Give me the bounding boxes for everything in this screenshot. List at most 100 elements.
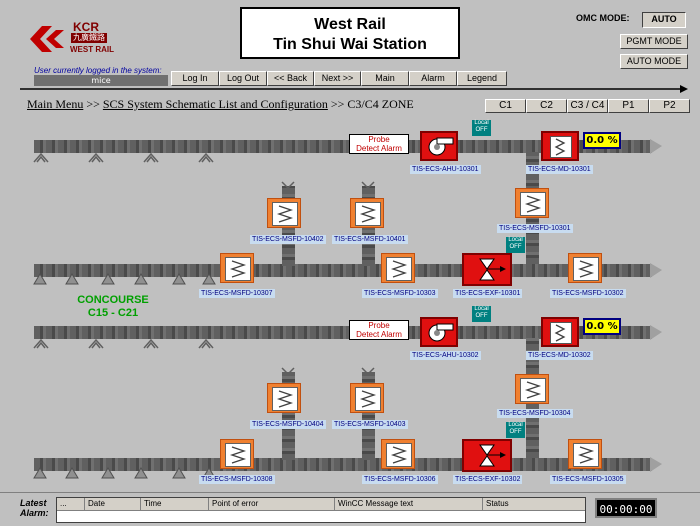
ahu-10301-tag: TIS-ECS-AHU-10301 <box>410 165 481 174</box>
exf-10301[interactable] <box>462 253 512 286</box>
kcr-logo: KCR 九廣鐵路 WEST RAIL <box>28 20 118 58</box>
local-line2: OFF <box>475 127 488 133</box>
ahu-10301[interactable] <box>420 131 458 161</box>
exf-10302-tag: TIS-ECS-EXF-10302 <box>453 475 523 484</box>
md-10301-tag: TIS-ECS-MD-10301 <box>526 165 593 174</box>
header-arrow-line <box>20 85 688 93</box>
user-name-field: mice <box>34 75 168 86</box>
breadcrumb: Main Menu >> SCS System Schematic List a… <box>27 97 414 112</box>
msfd-10402[interactable] <box>267 198 301 228</box>
msfd-10301[interactable] <box>515 188 549 218</box>
grille-icons-row3 <box>33 338 214 349</box>
zone-p1-button[interactable]: P1 <box>608 99 649 113</box>
md-10302[interactable] <box>541 317 579 347</box>
alarm-table[interactable]: ... Date Time Point of error WinCC Messa… <box>56 497 586 523</box>
logo-line: WEST RAIL <box>70 45 114 54</box>
alarm-line1: Probe <box>368 135 390 144</box>
alarm-line1: Probe <box>368 321 390 330</box>
damper-icon <box>276 390 294 408</box>
zone-c3c4-button[interactable]: C3 / C4 <box>567 99 608 113</box>
msfd-10307[interactable] <box>220 253 254 283</box>
local-line1: Local <box>474 306 489 312</box>
msfd-10303[interactable] <box>381 253 415 283</box>
damper-icon <box>554 324 566 342</box>
fan-icon <box>428 323 454 342</box>
ahu-10302[interactable] <box>420 317 458 347</box>
legend-button[interactable]: Legend <box>457 71 507 86</box>
breadcrumb-main-menu[interactable]: Main Menu <box>27 97 84 111</box>
breadcrumb-sep: >> <box>83 97 103 111</box>
msfd-10302[interactable] <box>568 253 602 283</box>
damper-icon <box>359 390 377 408</box>
main-button[interactable]: Main <box>361 71 409 86</box>
duct-end-arrow <box>650 139 662 154</box>
msfd-10403[interactable] <box>350 383 384 413</box>
pgmt-mode-button[interactable]: PGMT MODE <box>620 34 688 49</box>
md-10301[interactable] <box>541 131 579 161</box>
duct-end-arrow <box>650 263 662 278</box>
md-10301-percent: 0.0 % <box>583 132 621 149</box>
auto-mode-button[interactable]: AUTO MODE <box>620 54 688 69</box>
title-line1: West Rail <box>314 16 386 33</box>
msfd-10401[interactable] <box>350 198 384 228</box>
concourse-line1: CONCOURSE <box>77 294 149 306</box>
clock-display: 00:00:00 <box>595 498 657 518</box>
msfd-10404[interactable] <box>267 383 301 413</box>
grille-icons-row1 <box>33 152 214 163</box>
grille-icons-riser <box>281 181 375 190</box>
next-button[interactable]: Next >> <box>314 71 361 86</box>
local-line2: OFF <box>475 313 488 319</box>
msfd-10305[interactable] <box>568 439 602 469</box>
alarm-label: Alarm: <box>20 508 49 518</box>
login-button[interactable]: Log In <box>171 71 219 86</box>
damper-icon <box>229 260 247 278</box>
alarm-button[interactable]: Alarm <box>409 71 457 86</box>
exhaust-fan-icon <box>479 258 506 281</box>
damper-icon <box>390 260 408 278</box>
logout-button[interactable]: Log Out <box>219 71 267 86</box>
zone-c1-button[interactable]: C1 <box>485 99 526 113</box>
breadcrumb-zone: C3/C4 ZONE <box>347 97 414 111</box>
msfd-10304-tag: TIS-ECS-MSFD-10304 <box>497 409 573 418</box>
breadcrumb-scs[interactable]: SCS System Schematic List and Configurat… <box>102 97 328 111</box>
damper-icon <box>577 446 595 464</box>
local-line2: OFF <box>509 244 522 250</box>
alarm-bar: Latest Alarm: ... Date Time Point of err… <box>0 492 700 526</box>
local-line2: OFF <box>509 429 522 435</box>
md-10302-percent: 0.0 % <box>583 318 621 335</box>
msfd-10307-tag: TIS-ECS-MSFD-10307 <box>199 289 275 298</box>
zone-p2-button[interactable]: P2 <box>649 99 690 113</box>
msfd-10304[interactable] <box>515 374 549 404</box>
msfd-10301-tag: TIS-ECS-MSFD-10301 <box>497 224 573 233</box>
exf-10301-tag: TIS-ECS-EXF-10301 <box>453 289 523 298</box>
grille-icons-riser <box>281 367 375 376</box>
alarm-col-message[interactable]: WinCC Message text <box>335 498 483 510</box>
damper-icon <box>359 205 377 223</box>
alarm-line2: Detect Alarm <box>356 330 402 339</box>
alarm-col-point[interactable]: Point of error <box>209 498 335 510</box>
msfd-10302-tag: TIS-ECS-MSFD-10302 <box>550 289 626 298</box>
exhaust-fan-icon <box>479 444 506 467</box>
zone-c2-button[interactable]: C2 <box>526 99 567 113</box>
grille-icons-row4 <box>33 467 216 479</box>
duct-top-1 <box>34 140 652 153</box>
msfd-10305-tag: TIS-ECS-MSFD-10305 <box>550 475 626 484</box>
latest-label: Latest <box>20 498 47 508</box>
alarm-col-status[interactable]: Status <box>486 499 509 508</box>
concourse-line2: C15 - C21 <box>87 307 139 319</box>
alarm-col-date[interactable]: Date <box>85 498 141 510</box>
msfd-10306[interactable] <box>381 439 415 469</box>
page-title: West Rail Tin Shui Wai Station <box>240 7 460 59</box>
alarm-col[interactable]: ... <box>57 498 85 510</box>
msfd-10308[interactable] <box>220 439 254 469</box>
exf-10302[interactable] <box>462 439 512 472</box>
local-line1: Local <box>474 120 489 126</box>
back-button[interactable]: << Back <box>267 71 314 86</box>
alarm-col-time[interactable]: Time <box>141 498 209 510</box>
msfd-10401-tag: TIS-ECS-MSFD-10401 <box>332 235 408 244</box>
